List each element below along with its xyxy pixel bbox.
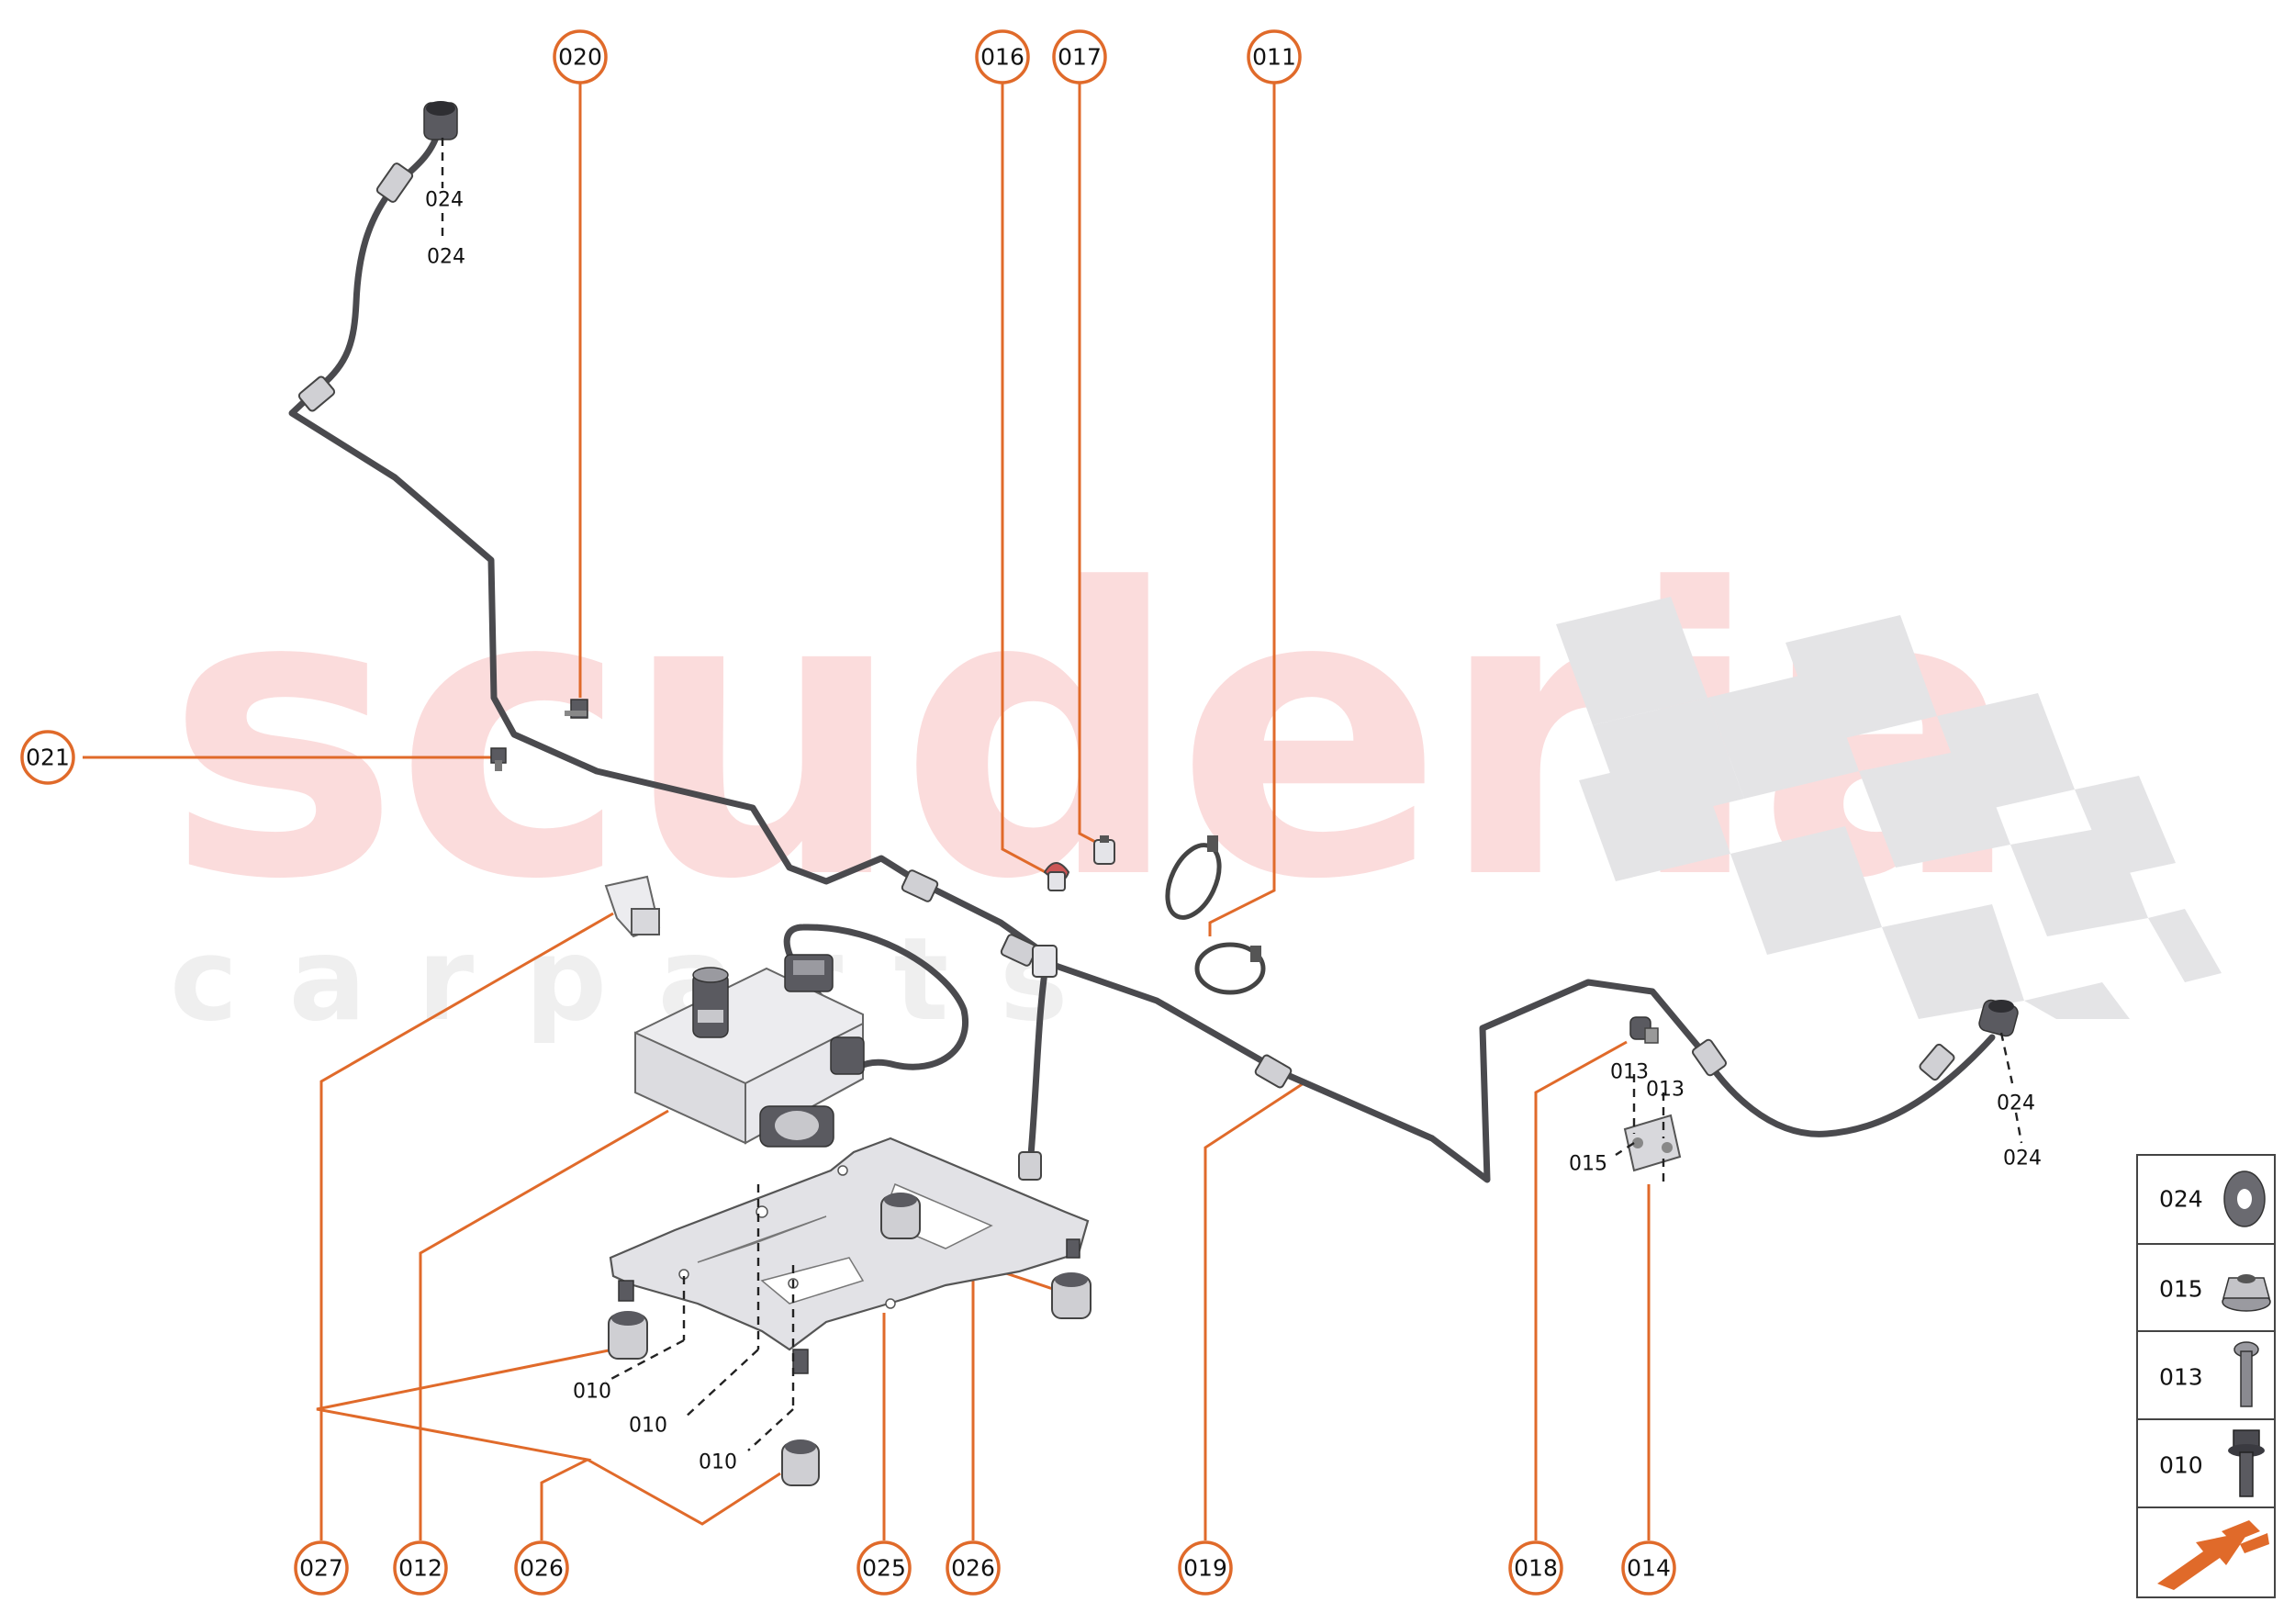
label-015: 015: [1569, 1153, 1607, 1176]
part-020-bleeder: [565, 699, 588, 719]
svg-text:016: 016: [980, 44, 1024, 71]
svg-text:020: 020: [558, 44, 602, 71]
watermark-subtitle: c a r p a r t s: [170, 913, 1073, 1047]
callout-026-b[interactable]: 026: [946, 1540, 1001, 1596]
label-024-d: 024: [2003, 1148, 2042, 1170]
center-hose-down: [1026, 956, 1050, 1170]
part-017-clip: [1093, 835, 1115, 865]
label-010-a: 010: [573, 1381, 611, 1404]
assembly-dash-lines: [441, 138, 2023, 1451]
label-024-c: 024: [1997, 1092, 2035, 1115]
rubber-mount-a: [608, 1311, 648, 1360]
callout-021[interactable]: 021: [20, 730, 75, 785]
part-021-screw: [490, 747, 507, 771]
hardware-legend: 024 015 013 010: [2136, 1154, 2276, 1598]
watermark: scuderia c a r p a r t s: [165, 507, 2222, 1047]
svg-text:017: 017: [1058, 44, 1102, 71]
front-direction-arrow-icon: [2157, 1520, 2269, 1590]
svg-text:027: 027: [299, 1555, 343, 1582]
label-010-c: 010: [699, 1451, 737, 1474]
svg-text:019: 019: [1183, 1555, 1227, 1582]
callout-026-a[interactable]: 026: [514, 1540, 569, 1596]
part-011-cable-ties: [1165, 835, 1266, 995]
svg-text:012: 012: [398, 1555, 442, 1582]
rear-hose-right: [1695, 1034, 1996, 1137]
module-port-top: [692, 967, 729, 1038]
svg-text:014: 014: [1627, 1555, 1671, 1582]
rear-hose-upper: [318, 125, 442, 389]
svg-text:011: 011: [1252, 44, 1296, 71]
legend-row-013[interactable]: 013: [2159, 1341, 2259, 1407]
part-016-clip: [1043, 862, 1070, 891]
brake-lines: [288, 101, 2019, 1183]
callout-019[interactable]: 019: [1178, 1540, 1233, 1596]
part-025-bracket-plate: [608, 1137, 1092, 1486]
svg-text:018: 018: [1514, 1555, 1558, 1582]
legend-row-015[interactable]: 015: [2159, 1274, 2271, 1312]
legend-row-024[interactable]: 024: [2159, 1170, 2266, 1227]
svg-text:026: 026: [520, 1555, 564, 1582]
svg-text:026: 026: [951, 1555, 995, 1582]
callout-018[interactable]: 018: [1508, 1540, 1563, 1596]
legend-row-010[interactable]: 010: [2159, 1429, 2265, 1497]
callout-014[interactable]: 014: [1621, 1540, 1676, 1596]
module-connector-c: [759, 1105, 834, 1148]
callout-016[interactable]: 016: [975, 29, 1030, 84]
callout-020[interactable]: 020: [553, 29, 608, 84]
svg-text:021: 021: [26, 745, 70, 771]
sensor-wire: [783, 924, 968, 1087]
banjo-fitting-left: [423, 101, 458, 140]
banjo-fitting-right: [1978, 999, 2019, 1037]
label-010-b: 010: [629, 1415, 667, 1438]
callout-027[interactable]: 027: [294, 1540, 349, 1596]
callout-025[interactable]: 025: [856, 1540, 912, 1596]
small-parts: [490, 699, 1682, 1172]
svg-text:015: 015: [2159, 1276, 2203, 1303]
label-024-b: 024: [427, 246, 465, 269]
callouts: 020 016 017 011 021 027 012 026 025 026 …: [20, 29, 1676, 1596]
part-018-bolt: [1629, 1016, 1659, 1044]
label-013-a: 013: [1610, 1061, 1649, 1084]
leader-lines: [83, 75, 1651, 1540]
right-brake-pipe: [1052, 962, 1702, 1183]
callout-011[interactable]: 011: [1247, 29, 1302, 84]
svg-text:013: 013: [2159, 1364, 2203, 1391]
callout-012[interactable]: 012: [393, 1540, 448, 1596]
callout-017[interactable]: 017: [1052, 29, 1107, 84]
label-013-b: 013: [1646, 1079, 1685, 1102]
module-connector-b: [830, 1036, 865, 1075]
inline-labels: 024 024 024 024 013 013 015 010 010 010: [425, 189, 2042, 1474]
svg-text:010: 010: [2159, 1452, 2203, 1479]
label-024-a: 024: [425, 189, 464, 212]
rubber-mount-b: [781, 1439, 820, 1486]
checkered-flag-logo: [1556, 597, 2222, 1019]
part-012-abs-module: [634, 954, 865, 1148]
bolt-icon: [2233, 1341, 2259, 1407]
svg-text:025: 025: [862, 1555, 906, 1582]
flange-bolt-icon: [2228, 1429, 2265, 1497]
rubber-mount-d: [1051, 1272, 1092, 1319]
part-027-bracket: [604, 875, 661, 938]
flange-nut-icon: [2222, 1274, 2271, 1312]
part-014-mount: [1623, 1114, 1682, 1172]
module-connector-a: [784, 954, 834, 992]
svg-text:024: 024: [2159, 1186, 2203, 1213]
rubber-mount-c: [880, 1193, 921, 1239]
washer-icon: [2223, 1170, 2266, 1227]
